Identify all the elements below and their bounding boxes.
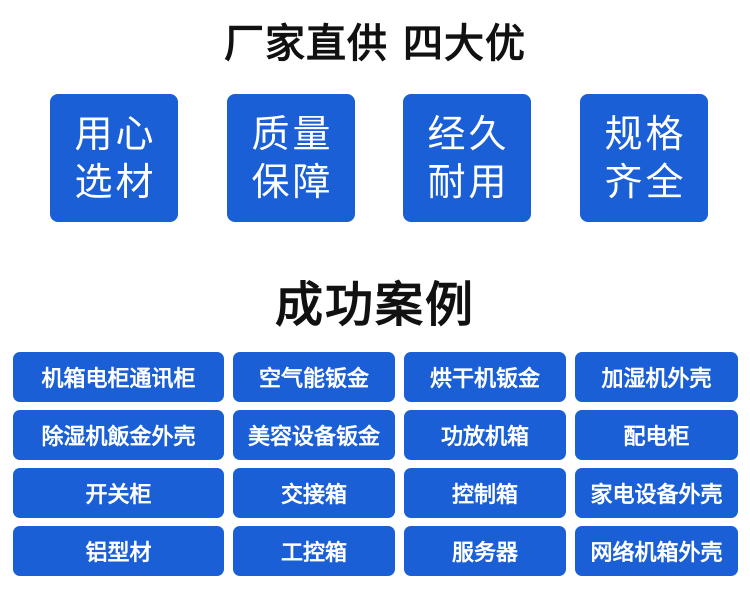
advantage-line: 质量 — [251, 112, 334, 156]
advantage-tile-1: 用心 选材 — [50, 94, 178, 222]
section-title-cases: 成功案例 — [274, 277, 475, 333]
case-tile: 烘干机钣金 — [404, 352, 566, 402]
advantage-line: 保障 — [251, 160, 334, 204]
case-tile: 加湿机外壳 — [575, 352, 738, 402]
case-tile: 美容设备钣金 — [233, 410, 395, 460]
advantage-line: 用心 — [74, 112, 157, 156]
advantage-line: 经久 — [427, 112, 510, 156]
case-tile: 配电柜 — [575, 410, 738, 460]
cases-grid: 机箱电柜通讯柜 空气能钣金 烘干机钣金 加湿机外壳 除湿机飯金外壳 美容设备钣金… — [13, 352, 739, 576]
case-tile: 交接箱 — [233, 468, 395, 518]
advantage-line: 规格 — [604, 112, 687, 156]
case-tile: 铝型材 — [13, 526, 224, 576]
advantage-tile-3: 经久 耐用 — [403, 94, 531, 222]
case-tile: 家电设备外壳 — [575, 468, 738, 518]
advantage-line: 选材 — [74, 160, 157, 204]
case-tile: 工控箱 — [233, 526, 395, 576]
case-tile: 功放机箱 — [404, 410, 566, 460]
case-tile: 机箱电柜通讯柜 — [13, 352, 224, 402]
case-tile: 网络机箱外壳 — [575, 526, 738, 576]
case-tile: 控制箱 — [404, 468, 566, 518]
advantage-tile-2: 质量 保障 — [227, 94, 355, 222]
advantage-tile-4: 规格 齐全 — [580, 94, 708, 222]
case-tile: 除湿机飯金外壳 — [13, 410, 224, 460]
page-title: 厂家直供 四大优 — [224, 21, 526, 67]
case-tile: 空气能钣金 — [233, 352, 395, 402]
case-tile: 服务器 — [404, 526, 566, 576]
advantages-row: 用心 选材 质量 保障 经久 耐用 规格 齐全 — [0, 94, 750, 222]
advantage-line: 耐用 — [427, 160, 510, 204]
case-tile: 开关柜 — [13, 468, 224, 518]
advantage-line: 齐全 — [604, 160, 687, 204]
